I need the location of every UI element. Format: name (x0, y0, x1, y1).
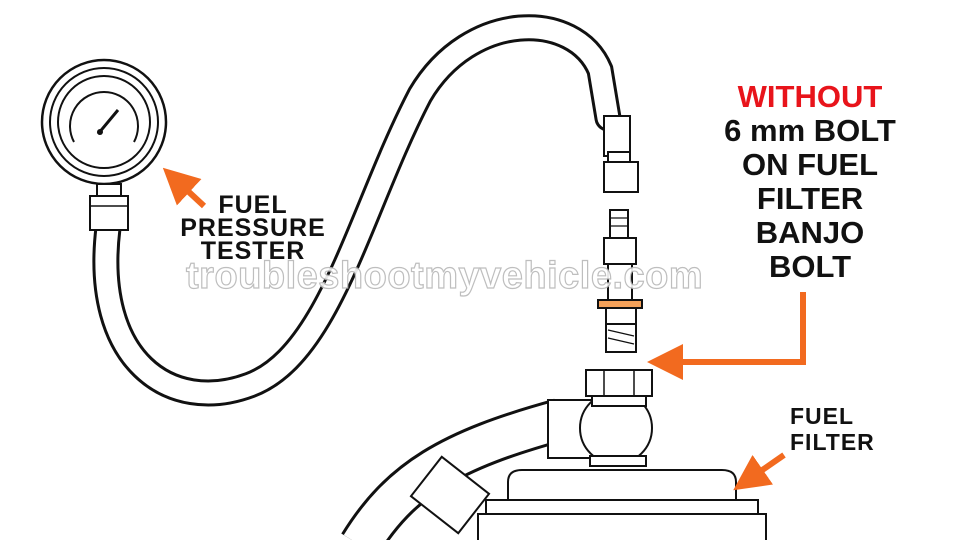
test-adapter (597, 209, 643, 353)
banjo-bolt-callout: WITHOUT 6 mm BOLT ON FUEL FILTER BANJO B… (690, 80, 930, 284)
callout-arrow (647, 292, 806, 380)
label-line: FUEL (790, 403, 855, 429)
pressure-gauge (40, 58, 168, 231)
filter-arrow (733, 452, 786, 491)
callout-line: FILTER (756, 181, 864, 216)
callout-line: BOLT (768, 249, 852, 284)
washer (597, 299, 643, 309)
label-line: PRESSURE (180, 214, 326, 242)
label-line: FUEL (218, 191, 288, 219)
hose-fitting (603, 115, 639, 193)
callout-warning: WITHOUT (737, 79, 883, 114)
fuel-filter-label: FUEL FILTER (790, 403, 910, 455)
tester-hose (92, 14, 622, 407)
watermark: troubleshootmyvehicle.com (185, 254, 704, 297)
fuel-filter (341, 369, 767, 540)
label-line: FILTER (790, 429, 875, 455)
callout-line: ON FUEL (741, 147, 879, 182)
tester-arrow (162, 167, 207, 209)
fuel-pressure-tester-label: FUEL PRESSURE TESTER (168, 191, 338, 265)
callout-line: BANJO (755, 215, 865, 250)
label-line: TESTER (200, 237, 306, 265)
callout-line: 6 mm BOLT (724, 113, 896, 148)
